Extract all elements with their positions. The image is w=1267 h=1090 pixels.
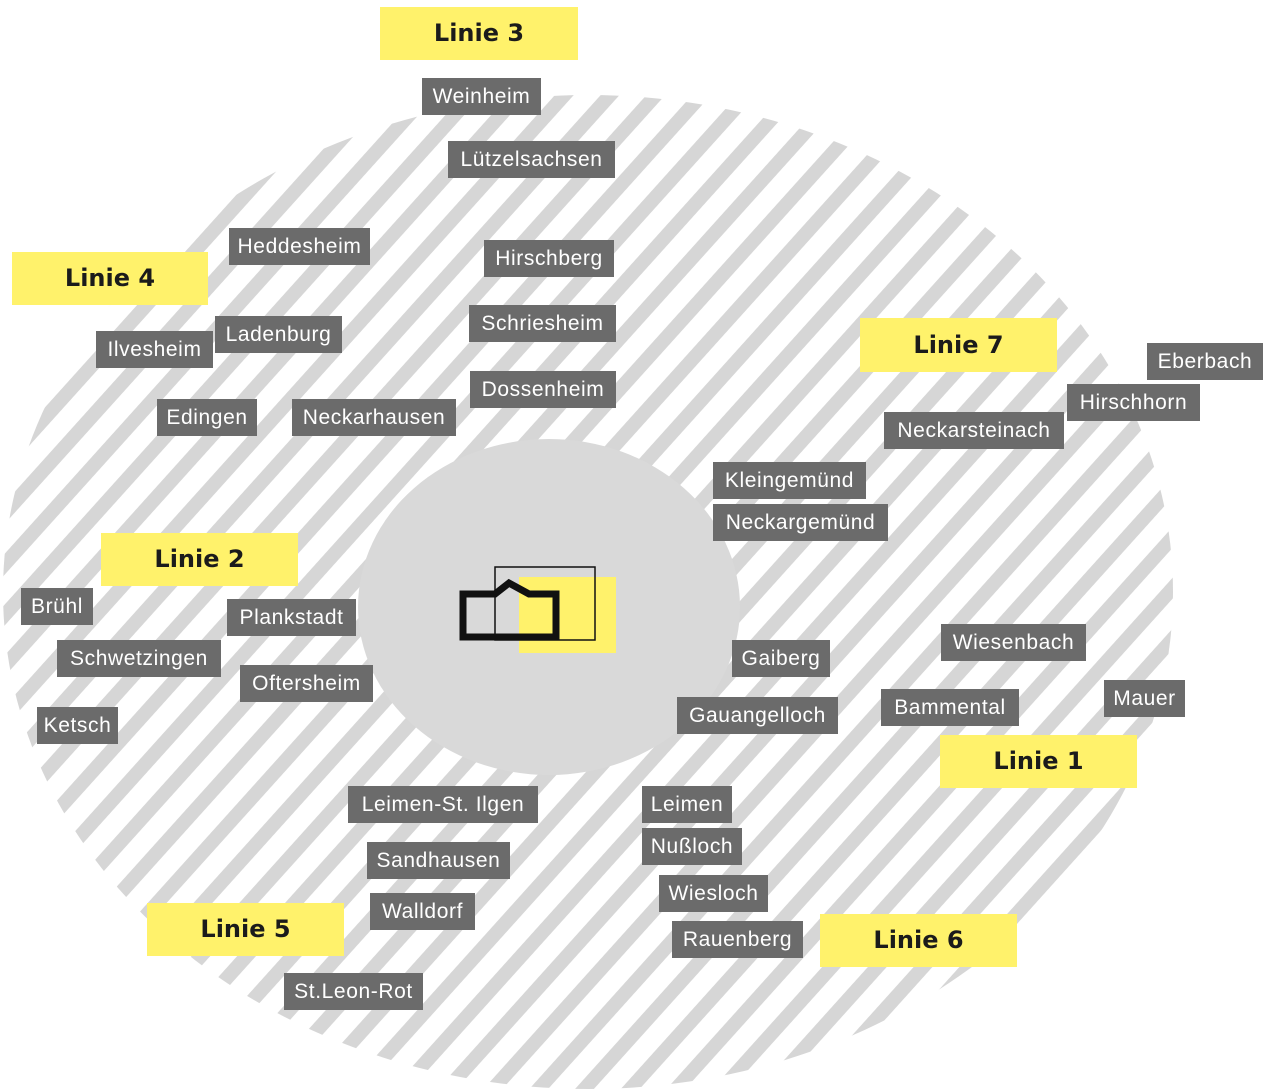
place-label-leimen: Leimen: [642, 786, 732, 823]
place-label-leimen-st-ilgen: Leimen-St. Ilgen: [348, 786, 538, 823]
place-label-nussloch: Nußloch: [642, 828, 742, 865]
place-label-mauer: Mauer: [1104, 680, 1185, 717]
place-label-weinheim: Weinheim: [422, 78, 541, 115]
line-label-6: Linie 6: [820, 914, 1017, 967]
place-label-wiesloch: Wiesloch: [659, 875, 768, 912]
place-label-edingen: Edingen: [157, 399, 257, 436]
place-label-hirschhorn: Hirschhorn: [1067, 384, 1200, 421]
line-label-7: Linie 7: [860, 318, 1057, 372]
place-label-oftersheim: Oftersheim: [240, 665, 373, 702]
place-label-sandhausen: Sandhausen: [367, 842, 510, 879]
building-logo-icon: [459, 566, 616, 653]
place-label-neckarsteinach: Neckarsteinach: [884, 412, 1064, 449]
place-label-gaiberg: Gaiberg: [732, 640, 830, 677]
place-label-kleingemuend: Kleingemünd: [713, 462, 866, 499]
place-label-bruehl: Brühl: [21, 588, 93, 625]
place-label-ladenburg: Ladenburg: [215, 316, 342, 353]
line-label-3: Linie 3: [380, 7, 578, 60]
place-label-luetzelsachsen: Lützelsachsen: [448, 141, 615, 178]
place-label-plankstadt: Plankstadt: [227, 599, 356, 636]
line-label-1: Linie 1: [940, 735, 1137, 788]
place-label-hirschberg: Hirschberg: [484, 240, 614, 277]
line-label-2: Linie 2: [101, 533, 298, 586]
place-label-eberbach: Eberbach: [1147, 343, 1263, 380]
place-label-bammental: Bammental: [881, 689, 1019, 726]
place-label-wiesenbach: Wiesenbach: [941, 624, 1086, 661]
place-label-heddesheim: Heddesheim: [229, 228, 370, 265]
place-label-st-leon-rot: St.Leon-Rot: [284, 973, 423, 1010]
place-label-schriesheim: Schriesheim: [469, 305, 616, 342]
line-label-5: Linie 5: [147, 903, 344, 956]
place-label-neckargemuend: Neckargemünd: [713, 504, 888, 541]
place-label-gauangelloch: Gauangelloch: [677, 697, 838, 734]
place-label-ketsch: Ketsch: [37, 707, 118, 744]
place-label-schwetzingen: Schwetzingen: [57, 640, 221, 677]
place-label-walldorf: Walldorf: [370, 893, 475, 930]
line-label-4: Linie 4: [12, 252, 208, 305]
place-label-dossenheim: Dossenheim: [470, 371, 616, 408]
place-label-ilvesheim: Ilvesheim: [96, 331, 213, 368]
place-label-rauenberg: Rauenberg: [672, 921, 803, 958]
place-label-neckarhausen: Neckarhausen: [292, 399, 456, 436]
